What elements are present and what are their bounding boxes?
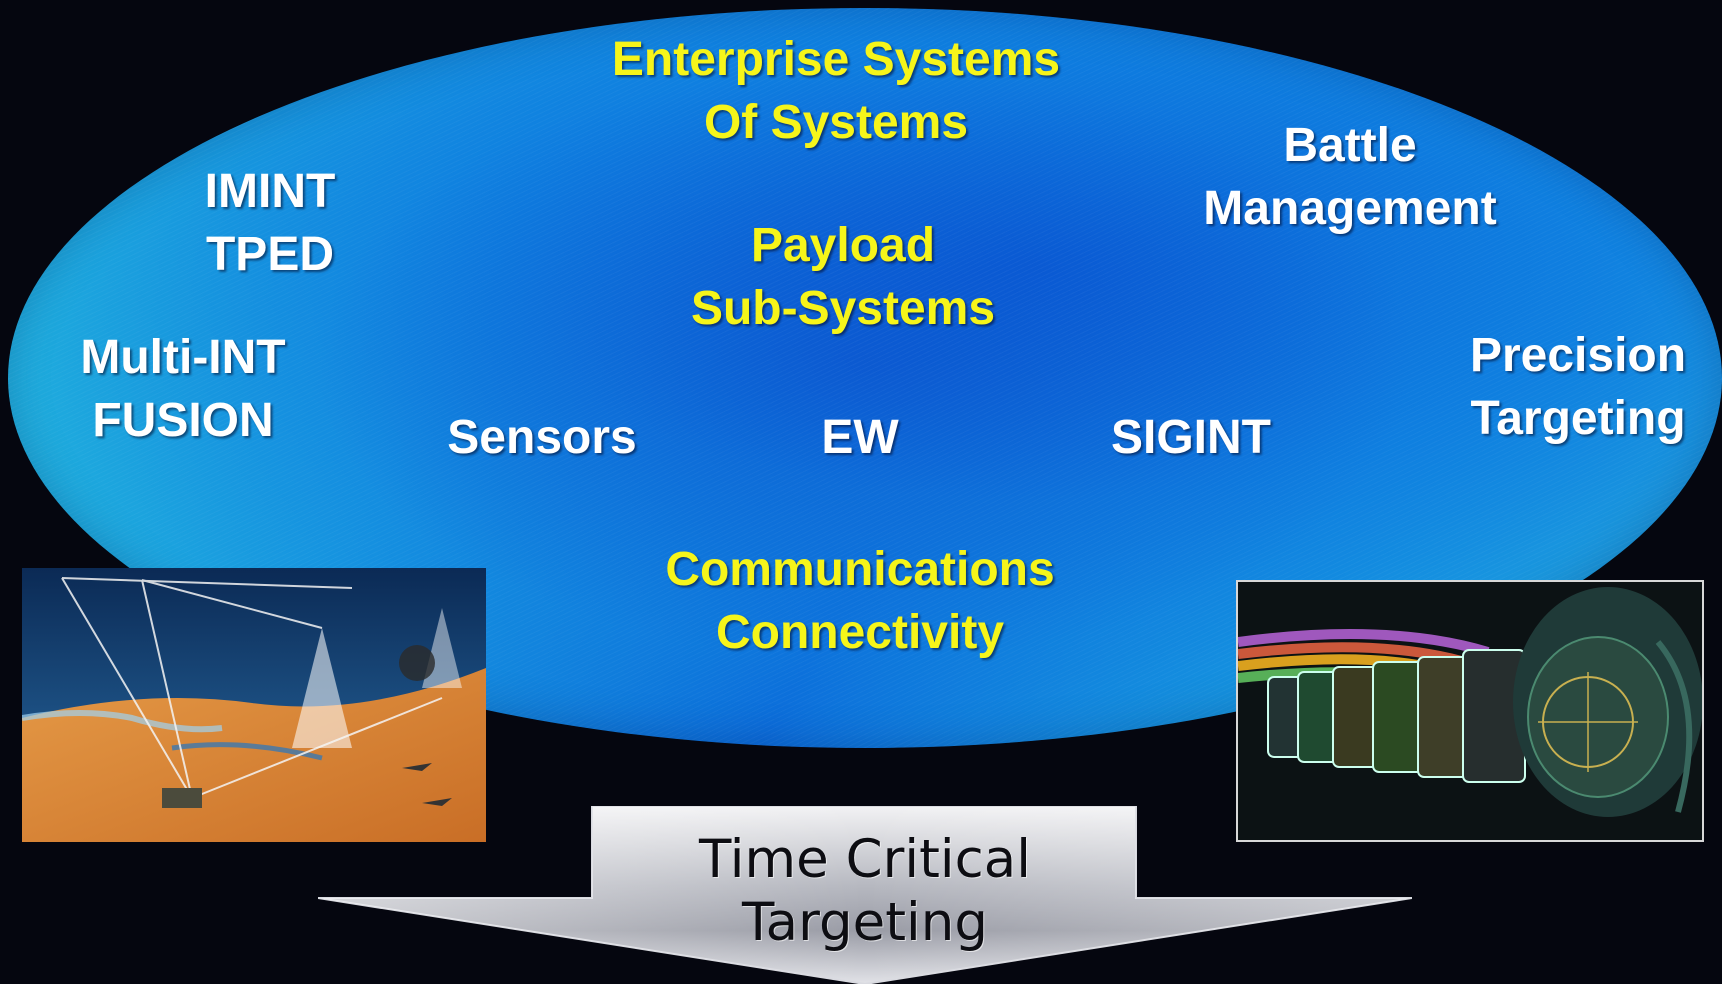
label-sigint: SIGINT: [1086, 406, 1296, 469]
label-sensors-text: Sensors: [447, 411, 637, 464]
label-enterprise-line2: Of Systems: [703, 96, 969, 149]
label-payload-subsystems: Payload Sub-Systems: [648, 214, 1038, 340]
label-communications-line2: Connectivity: [715, 606, 1005, 659]
battlefield-image: [22, 568, 486, 842]
label-imint-line1: IMINT: [204, 165, 336, 218]
time-critical-targeting-arrow: [317, 805, 1413, 984]
label-imint-line2: TPED: [205, 228, 334, 281]
label-battle-line2: Management: [1203, 182, 1497, 235]
label-enterprise-systems: Enterprise Systems Of Systems: [566, 28, 1106, 154]
label-enterprise-line1: Enterprise Systems: [611, 33, 1061, 86]
label-precision-line2: Targeting: [1470, 392, 1686, 445]
label-imint-tped: IMINT TPED: [160, 160, 380, 286]
label-payload-line1: Payload: [750, 219, 936, 272]
arrow-label-line1: Time Critical: [699, 829, 1031, 890]
label-multi-int-line1: Multi-INT: [80, 331, 286, 384]
label-battle-line1: Battle: [1283, 119, 1417, 172]
label-multi-int-line2: FUSION: [92, 394, 274, 447]
label-sensors: Sensors: [420, 406, 664, 469]
label-communications-line1: Communications: [665, 543, 1055, 596]
label-battle-management: Battle Management: [1170, 114, 1530, 240]
label-communications-connectivity: Communications Connectivity: [620, 538, 1100, 664]
label-ew-text: EW: [821, 411, 899, 464]
label-precision-line1: Precision: [1469, 329, 1687, 382]
label-precision-targeting: Precision Targeting: [1440, 324, 1716, 450]
label-sigint-text: SIGINT: [1110, 411, 1271, 464]
pilot-helmet-image: [1236, 580, 1704, 842]
label-payload-line2: Sub-Systems: [690, 282, 996, 335]
label-multi-int-fusion: Multi-INT FUSION: [48, 326, 318, 452]
arrow-label: Time Critical Targeting: [318, 828, 1412, 954]
arrow-label-line2: Targeting: [742, 892, 988, 953]
label-ew: EW: [790, 406, 930, 469]
